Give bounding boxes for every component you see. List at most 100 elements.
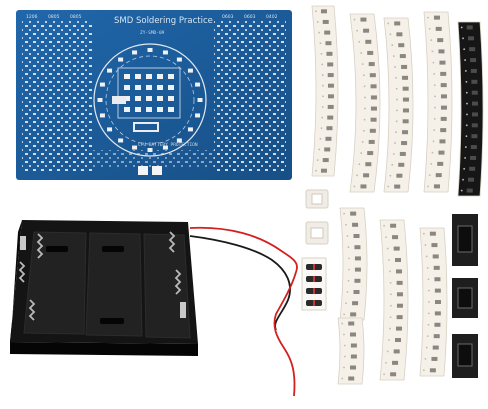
component-pocket — [353, 234, 360, 238]
center-pad — [157, 85, 163, 90]
component-pocket — [392, 360, 399, 365]
center-pad — [146, 107, 152, 112]
connector-part-1-pin — [311, 193, 323, 205]
component-pocket — [348, 321, 355, 326]
sprocket-hole — [462, 178, 464, 181]
ring-pad — [147, 148, 153, 152]
small-parts — [301, 189, 478, 378]
center-pad — [168, 96, 174, 101]
pcb-title: SMD Soldering Practice — [114, 16, 213, 26]
sprocket-hole — [426, 335, 429, 338]
sprocket-hole — [387, 22, 390, 25]
sprocket-hole — [427, 16, 429, 19]
center-pad — [168, 107, 174, 112]
center-pad — [124, 85, 130, 90]
sprocket-hole — [427, 278, 430, 281]
diodes — [306, 264, 322, 306]
component-pocket — [429, 231, 436, 236]
sprocket-hole — [424, 244, 427, 246]
pcb-ic-footprint-inner — [135, 124, 157, 130]
ring-pad — [162, 145, 168, 150]
component-pocket — [327, 73, 334, 78]
component-pocket — [350, 211, 357, 216]
slot-3 — [100, 318, 124, 324]
sprocket-hole — [388, 259, 390, 261]
component-pocket — [396, 315, 403, 320]
component-tapes — [311, 5, 484, 385]
spring-bottom-left — [28, 299, 36, 321]
contact-plate-right — [180, 302, 186, 318]
component-pocket — [390, 223, 397, 228]
sprocket-hole — [466, 102, 468, 105]
red-wire-tail — [273, 271, 297, 397]
tape-6 — [379, 219, 409, 381]
channel-3 — [143, 233, 191, 339]
sprocket-hole — [383, 224, 386, 227]
component-pocket — [360, 17, 367, 22]
sprocket-hole — [466, 113, 468, 116]
pcb-battery-pad-right — [152, 166, 162, 175]
component-pocket — [471, 101, 478, 106]
component-pocket — [434, 277, 441, 282]
sprocket-hole — [356, 29, 358, 32]
ring-pad — [147, 48, 153, 52]
component-pocket — [327, 83, 334, 88]
channel-2 — [85, 232, 143, 337]
component-pocket — [367, 151, 374, 156]
component-pocket — [353, 290, 360, 294]
black-wire — [189, 235, 291, 331]
sprocket-hole — [425, 255, 428, 258]
component-pocket — [370, 95, 377, 100]
component-pocket — [326, 51, 333, 56]
sprocket-hole — [361, 63, 364, 65]
connector-part-2-pin — [310, 227, 324, 239]
component-pocket — [399, 54, 406, 59]
component-pocket — [322, 158, 329, 163]
tape-4 — [423, 11, 453, 193]
spring-mid-left — [18, 261, 26, 283]
component-pocket — [471, 79, 478, 84]
component-pocket — [438, 150, 445, 155]
sprocket-hole — [433, 84, 436, 87]
component-pocket — [432, 254, 439, 259]
center-pad — [168, 85, 174, 90]
center-pad — [157, 96, 163, 101]
sprocket-hole — [428, 301, 430, 303]
sprocket-hole — [460, 26, 463, 29]
sprocket-hole — [434, 95, 436, 98]
component-pocket — [471, 112, 478, 117]
component-pocket — [470, 68, 477, 73]
component-pocket — [354, 256, 361, 261]
component-pocket — [401, 64, 408, 69]
sprocket-hole — [386, 350, 389, 353]
center-pad — [135, 107, 141, 112]
component-pocket — [370, 117, 377, 122]
pcb-center-pads — [124, 74, 174, 112]
sprocket-hole — [465, 80, 468, 83]
sprocket-hole — [319, 137, 322, 140]
pcb-size-label-6: 0402 — [266, 14, 278, 20]
sprocket-hole — [428, 27, 431, 30]
component-pocket — [352, 222, 359, 227]
sprocket-hole — [433, 129, 436, 132]
component-pocket — [433, 15, 440, 20]
sprocket-hole — [386, 247, 389, 250]
sprocket-hole — [431, 50, 434, 53]
component-pocket — [433, 184, 440, 189]
component-pocket — [402, 97, 409, 102]
component-pocket — [471, 123, 478, 128]
contact-plate-left — [20, 236, 26, 250]
pcb-center-block — [117, 67, 181, 119]
sprocket-hole — [321, 116, 324, 119]
pcb-led-ring — [93, 43, 207, 157]
sprocket-hole — [346, 235, 349, 237]
component-pocket — [437, 38, 444, 43]
component-pocket — [402, 75, 409, 80]
component-pocket — [320, 9, 327, 14]
red-wire — [189, 226, 298, 273]
ring-pad — [176, 138, 182, 143]
ring-pad — [195, 113, 201, 118]
component-pocket — [360, 184, 367, 189]
component-pocket — [350, 343, 357, 348]
sprocket-hole — [388, 339, 390, 341]
